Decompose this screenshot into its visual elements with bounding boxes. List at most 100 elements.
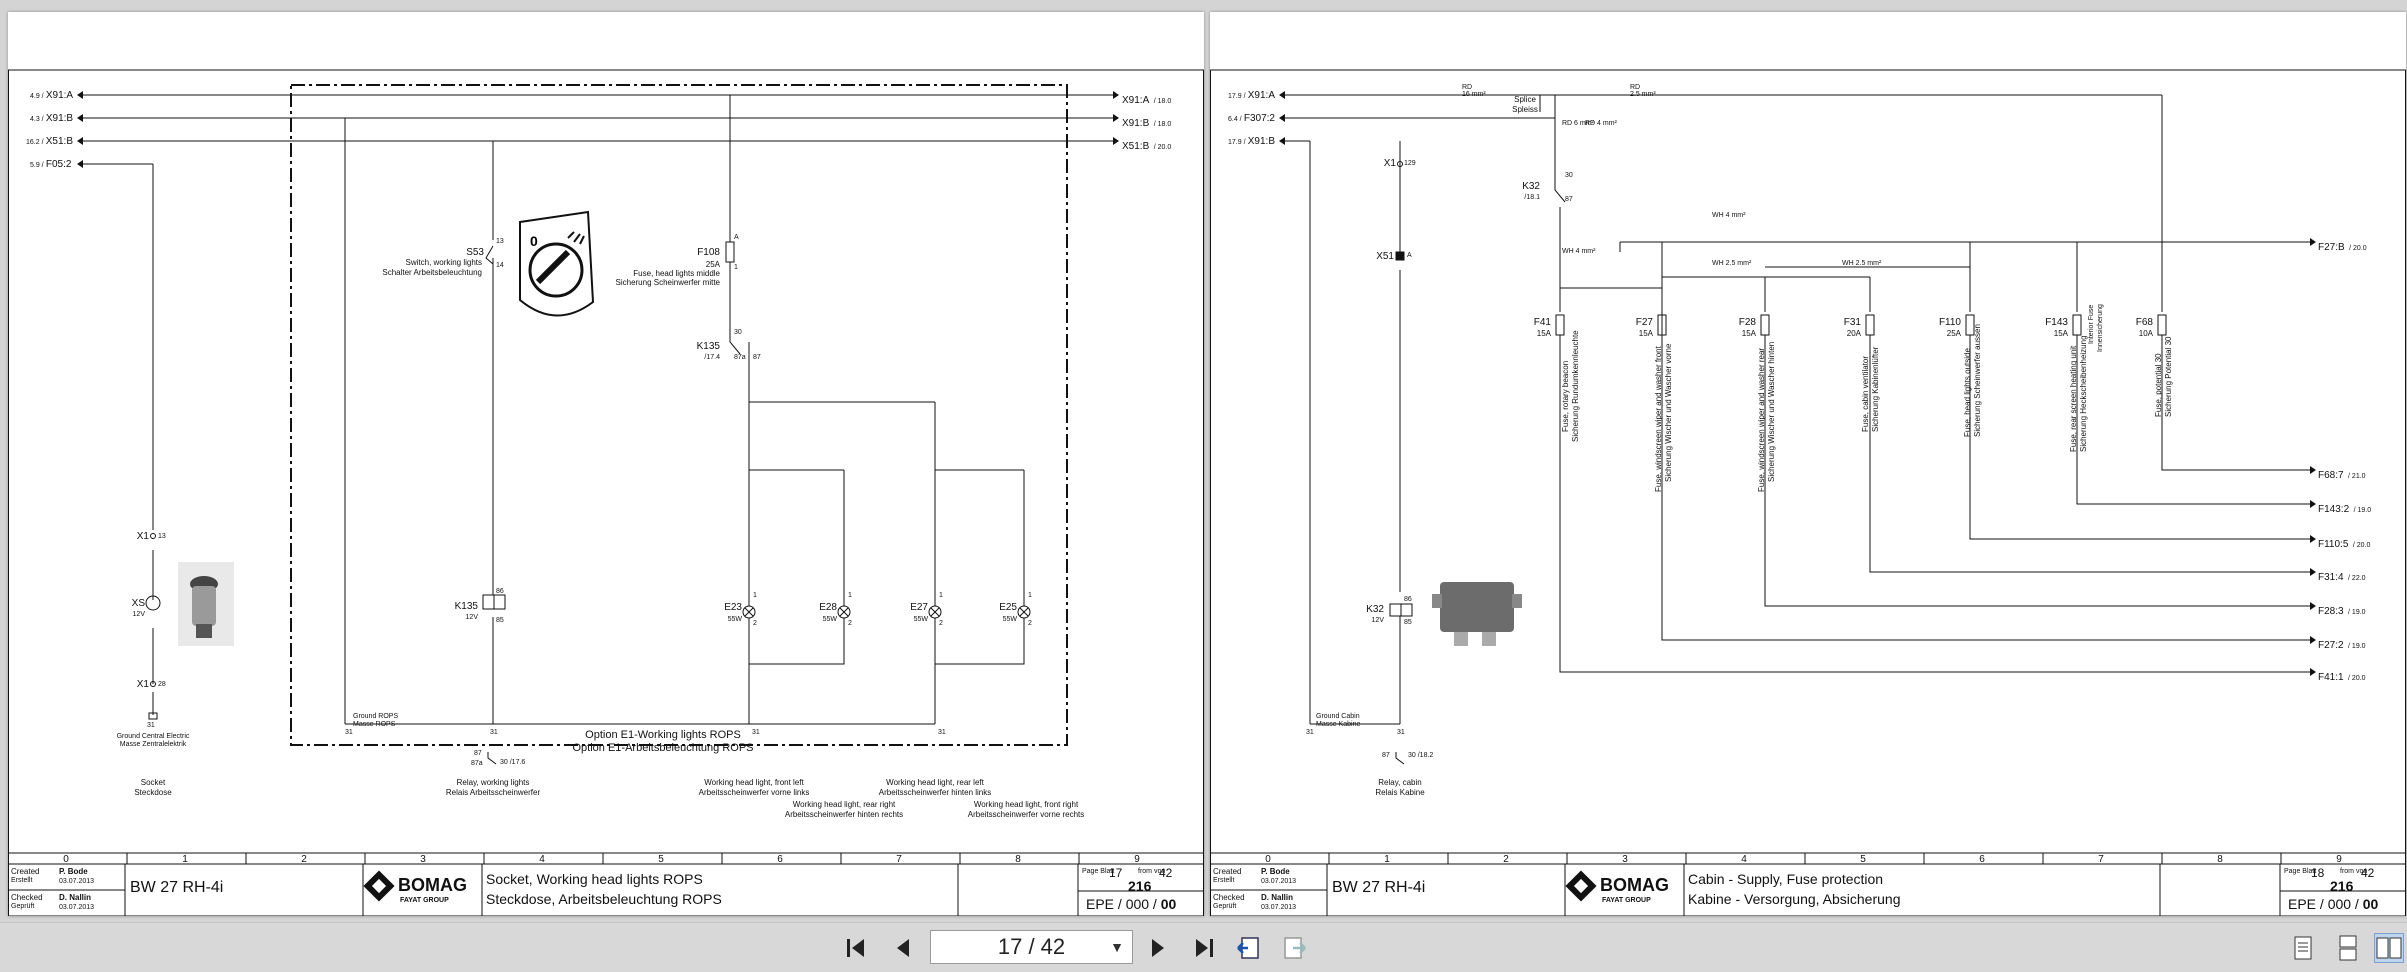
forward-view-button[interactable] — [1280, 933, 1310, 963]
col-7: 7 — [2098, 854, 2104, 865]
fuse-f27-amp: 15A — [1638, 329, 1653, 338]
col-2: 2 — [301, 854, 307, 865]
k135-pin30: 30 — [734, 329, 742, 336]
ground-cabin-de: Masse Kabine — [1316, 721, 1361, 728]
tb-checked-by: D. Nallin — [59, 893, 92, 902]
wire-25mm: 2.5 mm² — [1630, 91, 1656, 98]
x1-bottom-pin: 28 — [158, 681, 166, 688]
page-selector[interactable]: 17 / 42 ▼ — [930, 930, 1133, 964]
col-7: 7 — [896, 854, 902, 865]
relay-photo — [1432, 582, 1522, 646]
relay-xref-30: 30 /18.2 — [1408, 752, 1434, 759]
tb-created-by: P. Bode — [59, 867, 88, 876]
tb-epe: EPE / 000 / 00 — [1086, 896, 1177, 912]
tb-checked-date: 03.07.2013 — [1261, 904, 1297, 911]
caption-socket-en: Socket — [140, 778, 166, 787]
ref-x51b: 16.2 / X51:B — [26, 136, 73, 147]
col-1: 1 — [1384, 854, 1390, 865]
f108-desc-de: Sicherung Scheinwerfer mitte — [615, 278, 721, 287]
tb-machine: BW 27 RH-4i — [130, 879, 224, 896]
tb-desc-de: Steckdose, Arbeitsbeleuchtung ROPS — [486, 891, 722, 907]
col-2: 2 — [1503, 854, 1509, 865]
tb-created-by: P. Bode — [1261, 867, 1290, 876]
fuse-f41-desc-en: Fuse, rotary beacon — [1561, 360, 1570, 432]
tb-created-label-de: Erstellt — [11, 877, 33, 884]
s53-pin13: 13 — [496, 238, 504, 245]
fuse-f27-desc-en: Fuse, windscreen wiper and washer front — [1654, 346, 1663, 492]
tb-checked-date: 03.07.2013 — [59, 904, 95, 911]
fuse-f68-desc-de: Sicherung Potential 30 — [2164, 336, 2173, 418]
continuous-view-button[interactable] — [2333, 933, 2363, 963]
fuse-f31-label: F31 — [1843, 317, 1861, 328]
two-page-view-button[interactable] — [2374, 933, 2404, 963]
last-page-button[interactable] — [1188, 933, 1218, 963]
fuse-f41-amp: 15A — [1536, 329, 1551, 338]
caption-relay-cabin-de: Relais Kabine — [1375, 788, 1425, 797]
lamp-e25-watt: 55W — [1002, 616, 1017, 623]
lamp-pin1: 1 — [753, 592, 757, 599]
lamp-e28-label: E28 — [819, 602, 837, 613]
fuse-f28-label: F28 — [1738, 317, 1756, 328]
out-ref-f143: F143:2 / 19.0 — [2318, 504, 2372, 515]
first-page-button[interactable] — [842, 933, 872, 963]
tb-brand: BOMAG — [398, 875, 467, 895]
col-5: 5 — [1860, 854, 1866, 865]
out-ref-f68: F68:7 / 21.0 — [2318, 470, 2366, 481]
schematic-drawing-right — [1210, 69, 2406, 916]
out-ref-f27b: F27:B / 20.0 — [2318, 242, 2367, 253]
ground-pin31: 31 — [1306, 729, 1314, 736]
s53-desc-de: Schalter Arbeitsbeleuchtung — [382, 268, 482, 277]
single-page-icon — [2294, 936, 2312, 960]
tb-brand: BOMAG — [1600, 875, 1669, 895]
x51-label: X51 — [1376, 251, 1394, 262]
fuse-f68-amp: 10A — [2138, 329, 2153, 338]
wire-rd-b: RD — [1630, 84, 1641, 91]
next-page-button[interactable] — [1143, 933, 1173, 963]
wire-wh25: WH 2.5 mm² — [1712, 260, 1752, 267]
single-page-view-button[interactable] — [2288, 933, 2318, 963]
out-ref-x51b: X51:B / 20.0 — [1122, 141, 1172, 152]
col-6: 6 — [1979, 854, 1985, 865]
f108-label: F108 — [697, 247, 720, 258]
x1-pin: 129 — [1404, 160, 1416, 167]
schematic-page-right: 17.9 / X91:A 6.4 / F307:2 17.9 / X91:B S… — [1210, 12, 2406, 916]
fuse-f68-desc-en: Fuse, potential 30 — [2154, 353, 2163, 417]
wire-rd: RD — [1462, 84, 1473, 91]
k135-coil-pin86: 86 — [496, 588, 504, 595]
lamp-pin1: 1 — [848, 592, 852, 599]
next-page-icon — [1152, 939, 1164, 957]
k135-pin87: 87 — [753, 354, 761, 361]
bomag-logo-right — [1565, 870, 1597, 902]
k135-pin87a: 87a — [734, 354, 746, 361]
option-title-en: Option E1-Working lights ROPS — [585, 729, 741, 741]
interior-fuse-en: Interior Fuse — [2088, 304, 2095, 344]
lamp-pin1: 1 — [1028, 592, 1032, 599]
previous-page-button[interactable] — [888, 933, 918, 963]
out-ref-f31: F31:4 / 22.0 — [2318, 572, 2366, 583]
back-view-button[interactable] — [1233, 933, 1263, 963]
socket-photo — [178, 562, 234, 646]
x1-bottom-label: X1 — [136, 679, 149, 690]
out-ref-x91a: X91:A / 18.0 — [1122, 95, 1172, 106]
col-4: 4 — [1741, 854, 1747, 865]
tb-created-label: Created — [11, 867, 40, 876]
schematic-page-left: 0 4.9 / X91:A 4.3 / X91:B 16.2 / X51:B 5… — [8, 12, 1204, 916]
out-ref-f272: F27:2 / 19.0 — [2318, 640, 2366, 651]
tb-desc-en: Socket, Working head lights ROPS — [486, 871, 703, 887]
f108-desc-en: Fuse, head lights middle — [633, 269, 720, 278]
tb-checked-by: D. Nallin — [1261, 893, 1294, 902]
fuse-f110-desc-en: Fuse, head lights outside — [1963, 348, 1972, 437]
out-ref-f110: F110:5 / 20.0 — [2318, 539, 2371, 550]
splice-en: Splice — [1514, 95, 1536, 104]
x1-top-pin: 13 — [158, 533, 166, 540]
wire-16mm: 16 mm² — [1462, 91, 1486, 98]
col-8: 8 — [1015, 854, 1021, 865]
k32-label: K32 — [1522, 181, 1540, 192]
k135-coil-pin85: 85 — [496, 617, 504, 624]
fuse-f68-label: F68 — [2135, 317, 2153, 328]
caption-e27-de: Arbeitsscheinwerfer hinten links — [878, 788, 992, 797]
tb-from-label: from von — [1138, 868, 1166, 875]
xs-label: XS — [131, 598, 145, 609]
fuse-f143-label: F143 — [2045, 317, 2068, 328]
tb-page-total: 42 — [2361, 866, 2375, 880]
